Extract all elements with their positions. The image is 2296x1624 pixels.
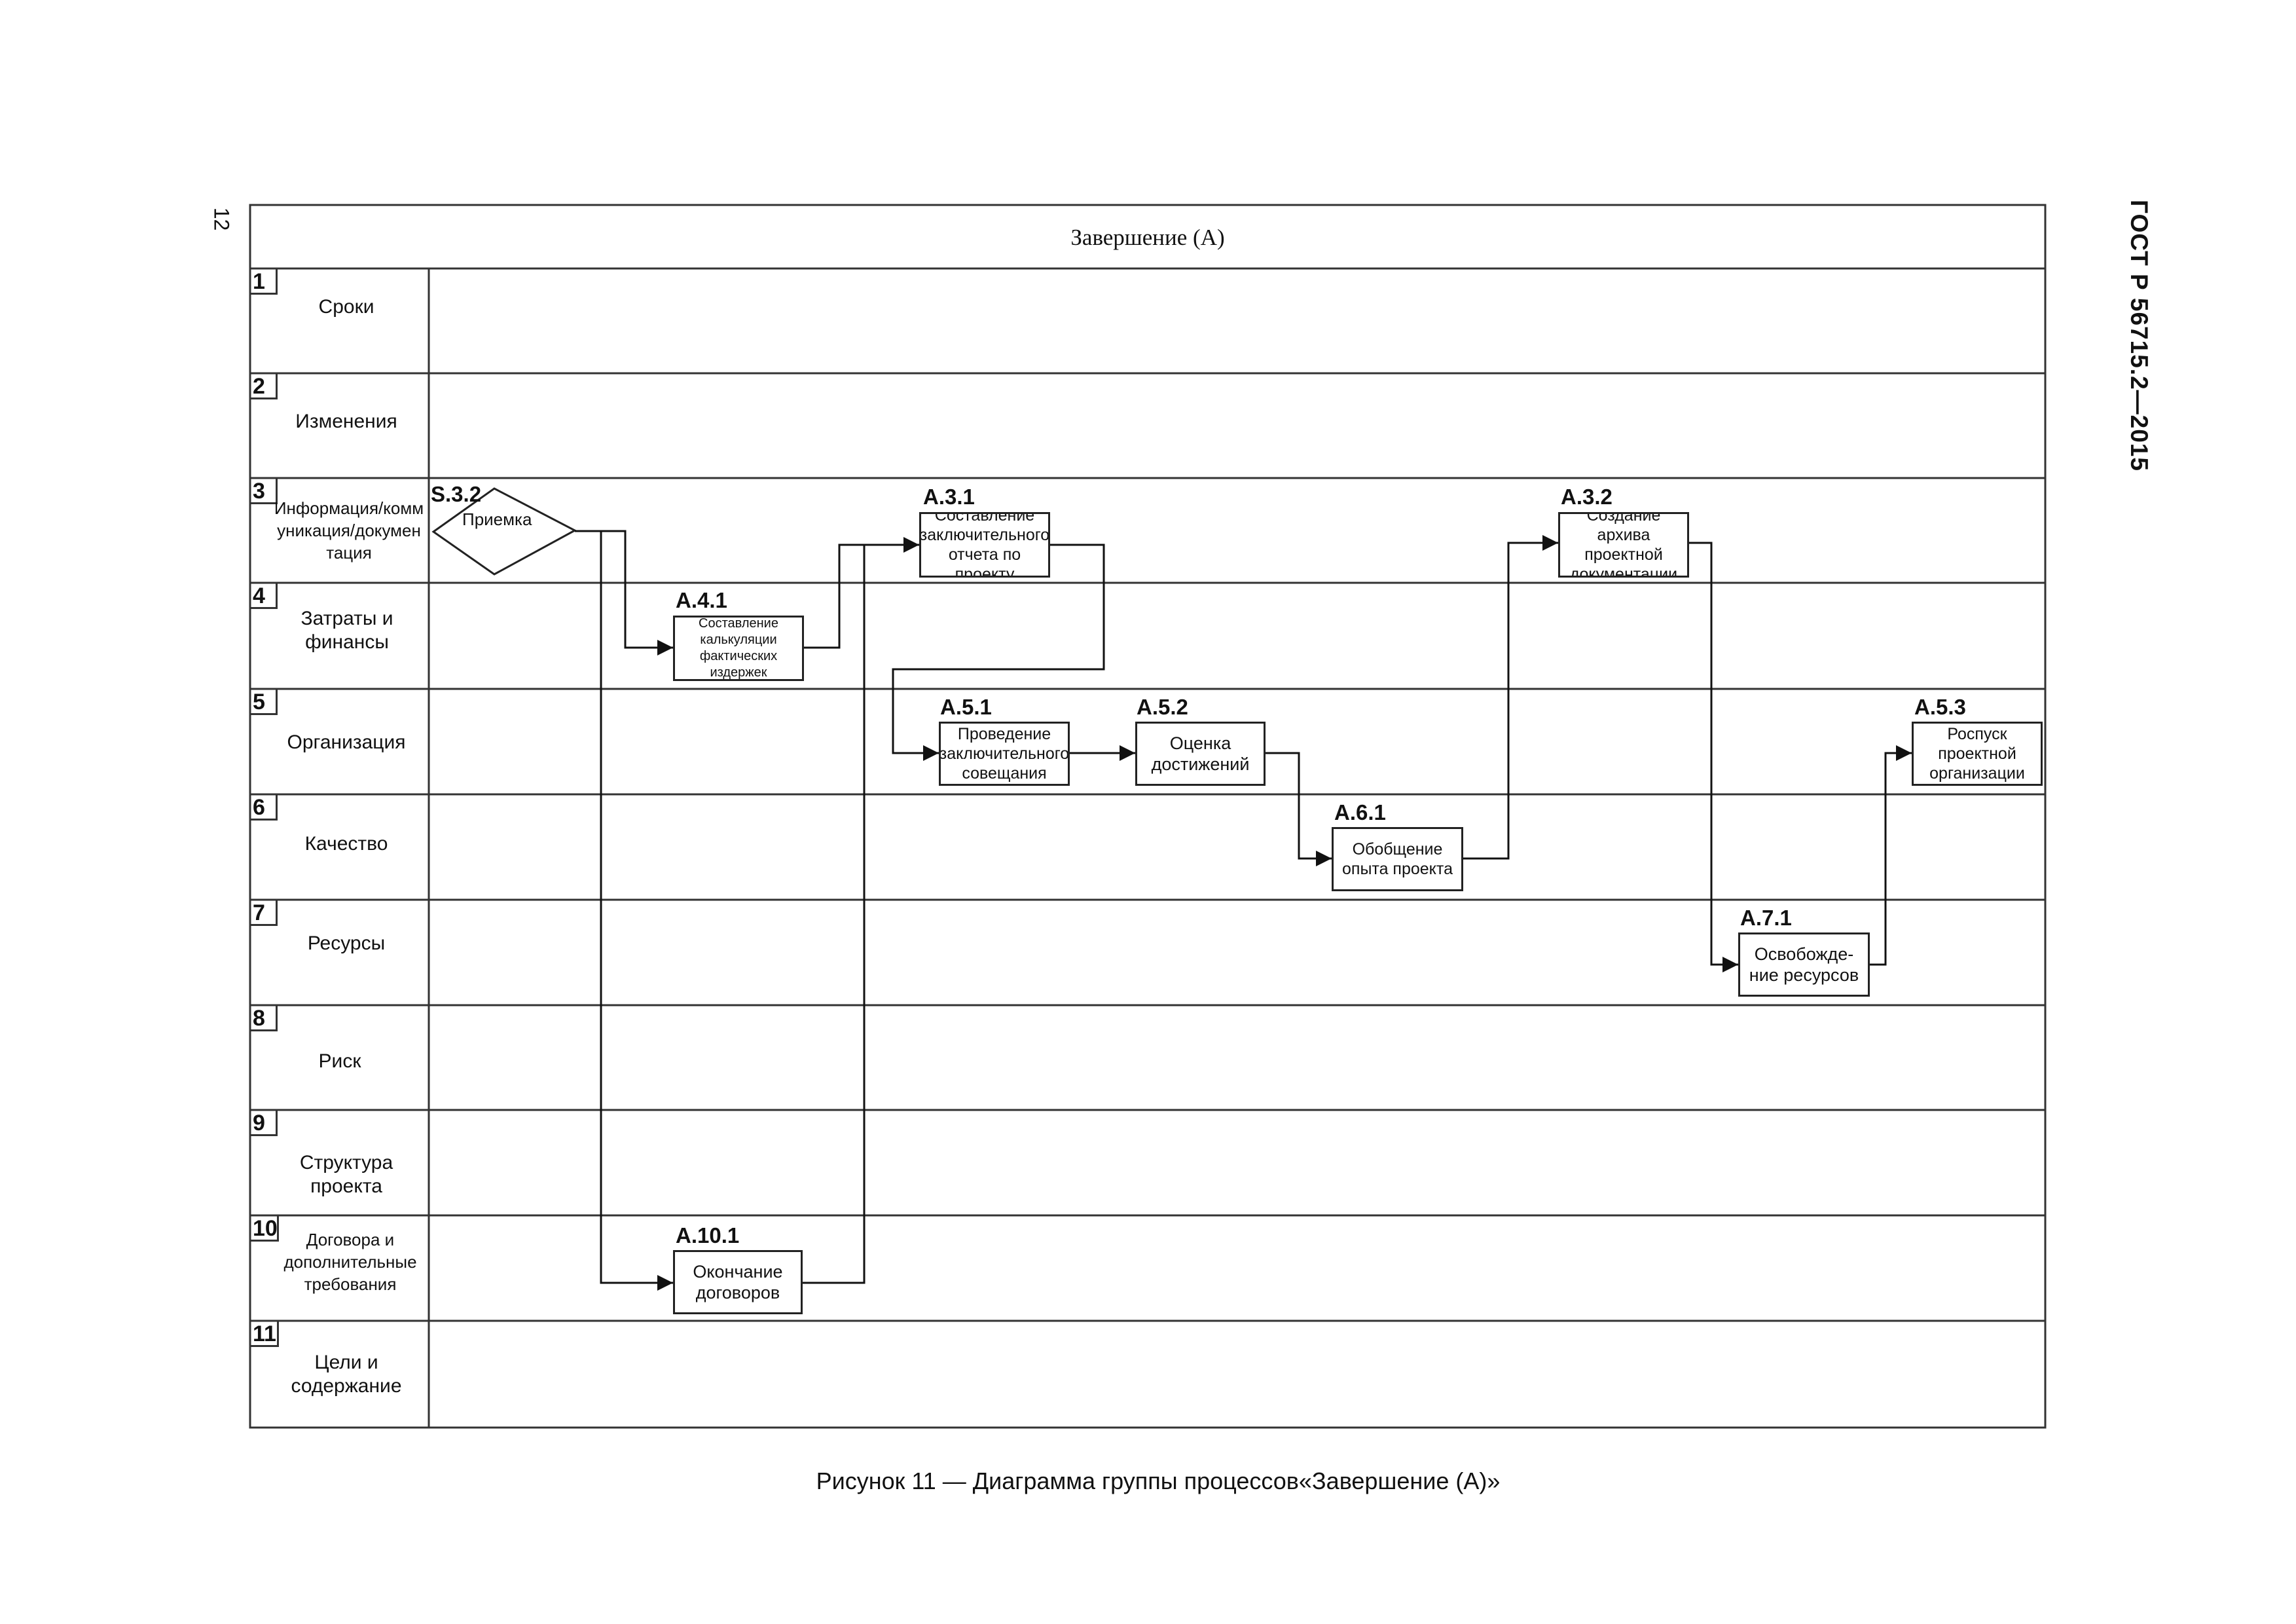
connector-decision-to-a41 <box>575 530 673 655</box>
lane-name: Качество <box>304 833 388 855</box>
connector-decision-to-a101 <box>575 530 673 1291</box>
process-id: A.5.1 <box>940 695 992 719</box>
process-box: Составление заключительного отчета по пр… <box>919 512 1050 578</box>
process-connectors <box>575 530 1912 1291</box>
process-id: A.5.2 <box>1137 695 1188 719</box>
document-code: ГОСТ Р 56715.2—2015 <box>2126 200 2153 471</box>
diagram-title: Завершение (А) <box>1070 225 1225 250</box>
lane-number: 8 <box>250 1005 278 1031</box>
lane-name: Цели и содержание <box>291 1352 402 1397</box>
process-box: Создание архива проектной документации <box>1558 512 1689 578</box>
lane-number: 9 <box>250 1110 278 1136</box>
lane-name: Риск <box>318 1050 361 1072</box>
connector-a52-to-a61 <box>1266 752 1332 866</box>
connector-a71-to-a53 <box>1870 745 1912 966</box>
process-box: Составление калькуляции фактических изде… <box>673 616 804 681</box>
decision-label: Приемка <box>462 509 532 529</box>
lane-name: Организация <box>287 731 406 753</box>
connector-a101-to-a31 <box>803 544 919 1284</box>
decision-id: S.3.2 <box>431 482 482 506</box>
process-id: A.5.3 <box>1914 695 1966 719</box>
lane-number: 7 <box>250 900 278 926</box>
lane-name: Изменения <box>295 411 397 432</box>
diagram-frame <box>249 204 2047 1429</box>
process-box: Обобщение опыта проекта <box>1332 827 1463 891</box>
lane-number: 11 <box>250 1321 279 1347</box>
process-id: A.6.1 <box>1334 800 1386 824</box>
connector-a32-to-a71 <box>1689 542 1738 972</box>
process-id: A.7.1 <box>1740 906 1792 930</box>
process-id: A.3.1 <box>923 485 975 509</box>
lane-name: Затраты и финансы <box>301 608 393 653</box>
lane-number: 3 <box>250 478 278 504</box>
lane-number: 4 <box>250 583 278 609</box>
lane-number: 1 <box>250 268 278 295</box>
lane-number: 10 <box>250 1215 279 1242</box>
lane-name: Информация/комм уникация/докумен тация <box>274 498 424 563</box>
connector-a61-to-a32 <box>1463 535 1558 860</box>
process-box: Оценка достижений <box>1135 722 1266 786</box>
process-box: Проведение заключительного совещания <box>939 722 1070 786</box>
process-id: A.10.1 <box>676 1223 740 1247</box>
process-id: A.4.1 <box>676 588 727 612</box>
lane-number: 6 <box>250 794 278 821</box>
process-box: Окончание договоров <box>673 1250 803 1314</box>
process-box: Роспуск проектной организации <box>1912 722 2043 786</box>
lane-number: 2 <box>250 373 278 399</box>
connector-a41-to-a31 <box>804 537 919 649</box>
lane-name: Сроки <box>318 296 374 318</box>
figure-caption: Рисунок 11 — Диаграмма группы процессов«… <box>816 1467 1501 1494</box>
lane-name: Структура проекта <box>299 1152 393 1197</box>
lane-name: Ресурсы <box>307 932 386 954</box>
connector-a31-to-a51 <box>892 544 1105 761</box>
lane-number: 5 <box>250 689 278 715</box>
process-id: A.3.2 <box>1561 485 1613 509</box>
process-box: Освобожде- ние ресурсов <box>1738 932 1870 997</box>
lane-name: Договора и дополнительные требования <box>283 1230 417 1294</box>
